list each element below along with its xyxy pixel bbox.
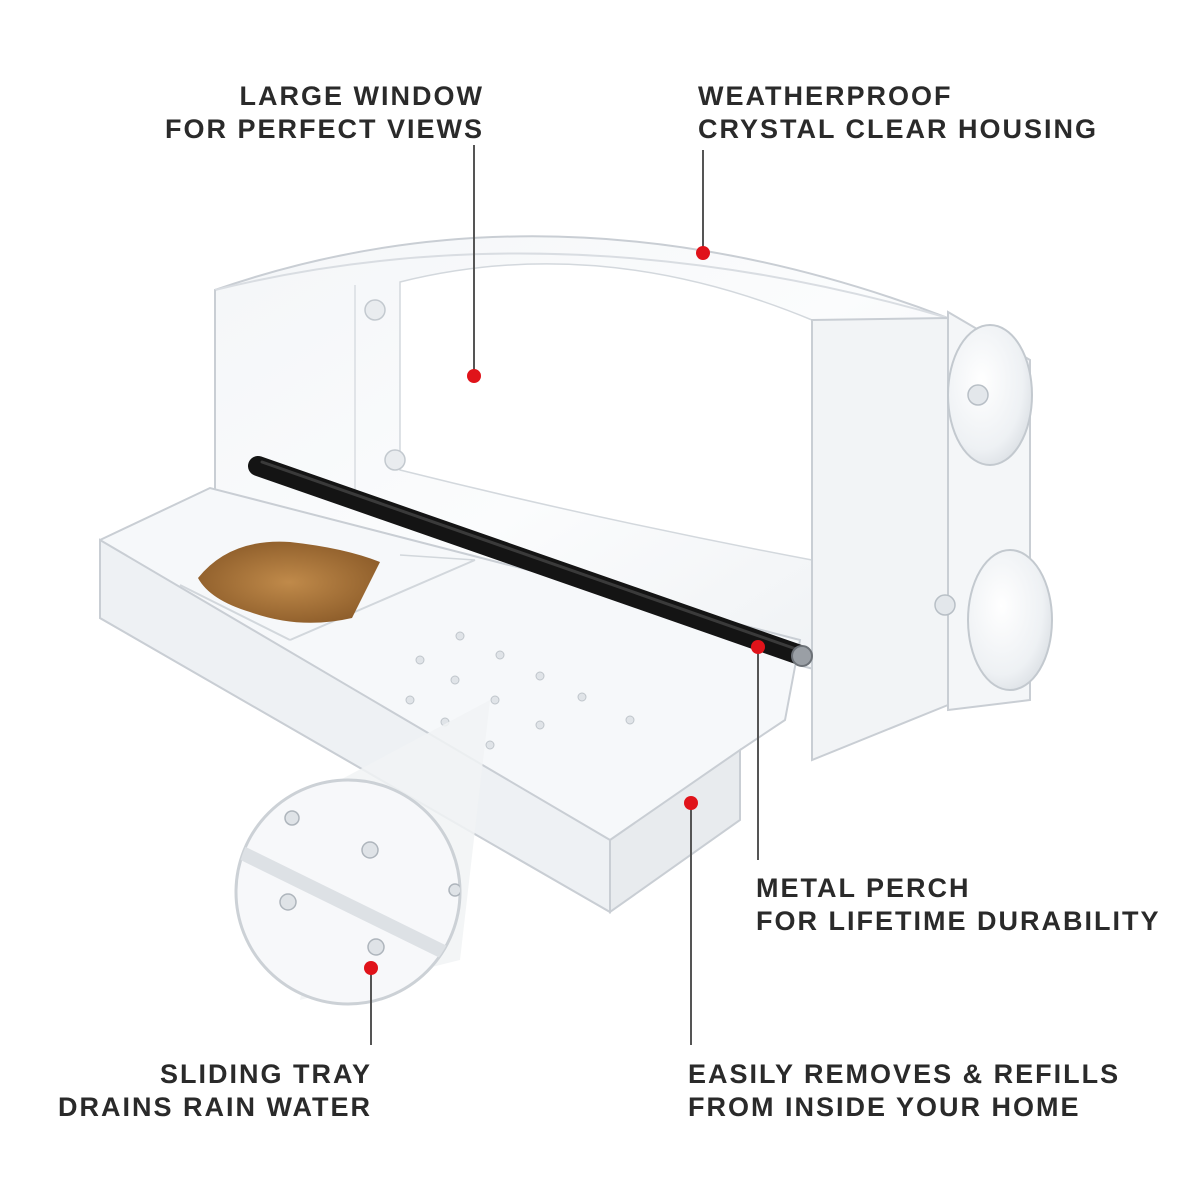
metal-perch — [248, 456, 813, 667]
callout-refill-line2: FROM INSIDE YOUR HOME — [688, 1092, 1081, 1122]
suction-cup-mount — [364, 299, 1053, 712]
callout-markers — [364, 246, 765, 975]
callout-refill-line1: EASILY REMOVES & REFILLS — [688, 1059, 1121, 1089]
callout-large-window-line1: LARGE WINDOW — [239, 81, 484, 111]
tray-detail-zoom — [234, 700, 490, 1006]
callout-perch-line1: METAL PERCH — [756, 873, 971, 903]
sliding-tray — [99, 486, 802, 914]
callout-sliding-tray: SLIDING TRAY DRAINS RAIN WATER — [40, 1058, 372, 1124]
marker-tray-dot — [364, 961, 378, 975]
callout-metal-perch: METAL PERCH FOR LIFETIME DURABILITY — [756, 872, 1160, 938]
callout-large-window: LARGE WINDOW FOR PERFECT VIEWS — [130, 80, 484, 146]
callout-easy-refill: EASILY REMOVES & REFILLS FROM INSIDE YOU… — [688, 1058, 1120, 1124]
callout-large-window-line2: FOR PERFECT VIEWS — [164, 114, 484, 144]
marker-refill-dot — [684, 796, 698, 810]
feeder-housing — [214, 235, 949, 762]
marker-housing-dot — [696, 246, 710, 260]
marker-perch-dot — [751, 640, 765, 654]
callout-leaders — [370, 145, 759, 1045]
callout-weatherproof-housing: WEATHERPROOF CRYSTAL CLEAR HOUSING — [698, 80, 1098, 146]
callout-tray-line1: SLIDING TRAY — [159, 1059, 372, 1089]
callout-housing-line1: WEATHERPROOF — [698, 81, 953, 111]
bird-seed — [198, 541, 380, 623]
callout-perch-line2: FOR LIFETIME DURABILITY — [756, 906, 1161, 936]
callout-tray-line2: DRAINS RAIN WATER — [58, 1092, 372, 1122]
marker-window-dot — [467, 369, 481, 383]
callout-housing-line2: CRYSTAL CLEAR HOUSING — [698, 114, 1099, 144]
